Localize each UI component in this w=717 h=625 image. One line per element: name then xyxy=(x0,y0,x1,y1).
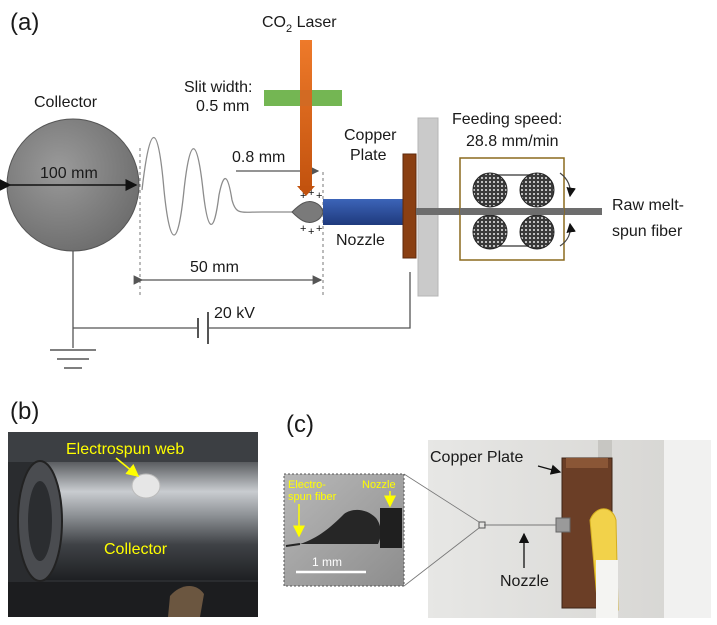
inset-nozzle xyxy=(380,508,402,548)
nozzle-photo-label: Nozzle xyxy=(500,573,549,590)
scale-bar-label: 1 mm xyxy=(312,555,342,569)
whipping-jet xyxy=(141,137,292,236)
distance-50mm-label: 50 mm xyxy=(190,259,239,276)
collector-photo-label: Collector xyxy=(104,541,168,558)
collector-label: Collector xyxy=(34,94,98,111)
zoom-line-top xyxy=(403,473,480,523)
diameter-label: 100 mm xyxy=(40,165,98,182)
zoom-line-bottom xyxy=(403,527,480,587)
nozzle-body xyxy=(323,199,407,225)
roller-bottom-left xyxy=(472,214,508,250)
raw-fiber-label-line2: spun fiber xyxy=(612,223,683,240)
roller-top-left xyxy=(472,172,508,208)
electrospun-web-spot xyxy=(131,473,161,499)
rotation-arrow-bottom xyxy=(559,222,576,247)
nozzle-label: Nozzle xyxy=(336,232,385,249)
raw-fiber-through-rollers xyxy=(460,208,564,215)
panel-a-label: (a) xyxy=(10,9,39,36)
inset-fiber-label-line1: Electro- xyxy=(288,479,326,491)
panel-a: (a) Collector 100 mm 20 kV 50 mm 0.8 mm … xyxy=(0,9,684,369)
slit-label-line2: 0.5 mm xyxy=(196,98,249,115)
hv-wire xyxy=(73,272,411,329)
support-plate xyxy=(417,117,439,297)
laser-beam-tip xyxy=(297,186,315,196)
copper-label-line1: Copper xyxy=(344,127,397,144)
svg-text:+: + xyxy=(308,187,314,199)
slit-label-line1: Slit width: xyxy=(184,79,252,96)
copper-plate-photo-label: Copper Plate xyxy=(430,449,523,466)
melt-droplet xyxy=(291,201,324,223)
inset-fiber-label-line2: spun fiber xyxy=(288,491,337,503)
feeding-label-line1: Feeding speed: xyxy=(452,111,562,128)
inset-nozzle-label: Nozzle xyxy=(362,479,396,491)
charge-symbols: +++ +++ xyxy=(300,187,322,238)
roller-top-right xyxy=(519,172,555,208)
copper-plate xyxy=(402,153,417,259)
laser-through-slit xyxy=(300,90,312,106)
roller-bottom-right xyxy=(519,214,555,250)
ground-symbol xyxy=(50,349,96,369)
panel-c: (c) Copper Plate Nozzle Electro- spun fi… xyxy=(283,411,711,618)
svg-text:+: + xyxy=(300,190,306,202)
gap-label: 0.8 mm xyxy=(232,149,285,166)
nozzle-photo xyxy=(555,517,571,533)
copper-label-line2: Plate xyxy=(350,147,387,164)
panel-b-label: (b) xyxy=(10,398,39,425)
svg-text:+: + xyxy=(316,190,322,202)
web-label: Electrospun web xyxy=(66,441,184,458)
web-pointer-arrow xyxy=(115,457,140,478)
raw-fiber-label-line1: Raw melt- xyxy=(612,197,684,214)
svg-text:+: + xyxy=(316,223,322,235)
inset-droplet xyxy=(300,509,381,544)
laser-label: CO2 Laser xyxy=(262,14,337,35)
panel-b: (b) Electrospun web Collector xyxy=(8,398,258,617)
svg-text:+: + xyxy=(300,223,306,235)
svg-text:+: + xyxy=(308,226,314,238)
laser-beam xyxy=(300,40,312,190)
zoom-region-marker xyxy=(478,521,486,529)
rotation-arrow-top xyxy=(559,172,576,198)
feeding-label-line2: 28.8 mm/min xyxy=(466,133,558,150)
panel-c-label: (c) xyxy=(286,411,314,438)
clamp-photo xyxy=(168,585,204,617)
voltage-label: 20 kV xyxy=(214,305,255,322)
copper-plate-pointer xyxy=(537,464,562,475)
